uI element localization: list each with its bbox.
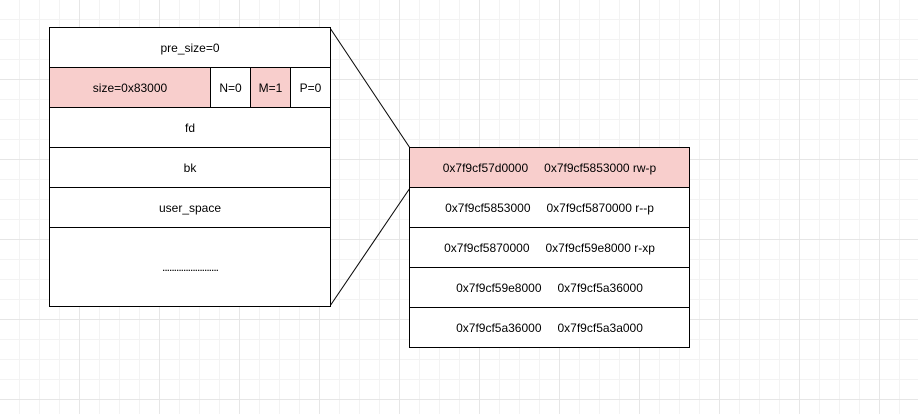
memory-map-row-end: 0x7f9cf5a36000 [557, 280, 643, 295]
memory-map-row-end: 0x7f9cf59e8000 r-xp [545, 240, 655, 255]
memory-map-row-start: 0x7f9cf5a36000 [456, 320, 542, 335]
chunk-user-space-field: user_space [49, 187, 331, 228]
chunk-pre-size-field: pre_size=0 [49, 27, 331, 68]
chunk-flag-n: N=0 [210, 67, 251, 108]
chunk-flag-p-label: P=0 [299, 80, 322, 95]
chunk-flag-n-label: N=0 [219, 80, 242, 95]
chunk-flag-m: M=1 [250, 67, 291, 108]
chunk-ellipsis: ........................ [161, 260, 219, 274]
chunk-fd-label: fd [184, 120, 195, 135]
memory-map-row: 0x7f9cf57d0000 0x7f9cf5853000 rw-p [409, 147, 690, 188]
chunk-flag-m-label: M=1 [258, 80, 283, 95]
memory-map-row-start: 0x7f9cf59e8000 [456, 280, 542, 295]
chunk-bk-label: bk [183, 160, 197, 175]
memory-map-row-start: 0x7f9cf5853000 [445, 200, 531, 215]
memory-map-row-start: 0x7f9cf57d0000 [442, 160, 529, 175]
memory-map-row-start: 0x7f9cf5870000 [444, 240, 530, 255]
chunk-flag-p: P=0 [290, 67, 331, 108]
memory-map-row: 0x7f9cf5870000 0x7f9cf59e8000 r-xp [409, 227, 690, 268]
memory-map-row: 0x7f9cf5a36000 0x7f9cf5a3a000 [409, 307, 690, 348]
memory-map-row: 0x7f9cf59e8000 0x7f9cf5a36000 [409, 267, 690, 308]
chunk-size-field: size=0x83000 [49, 67, 211, 108]
memory-map-row: 0x7f9cf5853000 0x7f9cf5870000 r--p [409, 187, 690, 228]
memory-map-row-end: 0x7f9cf5a3a000 [557, 320, 643, 335]
chunk-bk-field: bk [49, 147, 331, 188]
chunk-data-area: ........................ [49, 227, 331, 307]
connector-bottom [329, 187, 411, 307]
chunk-size-label: size=0x83000 [92, 80, 168, 95]
chunk-pre-size-label: pre_size=0 [160, 40, 220, 55]
chunk-user-space-label: user_space [158, 200, 222, 215]
connector-top [329, 27, 411, 149]
memory-map-row-end: 0x7f9cf5853000 rw-p [544, 160, 657, 175]
memory-map-row-end: 0x7f9cf5870000 r--p [546, 200, 654, 215]
chunk-fd-field: fd [49, 107, 331, 148]
